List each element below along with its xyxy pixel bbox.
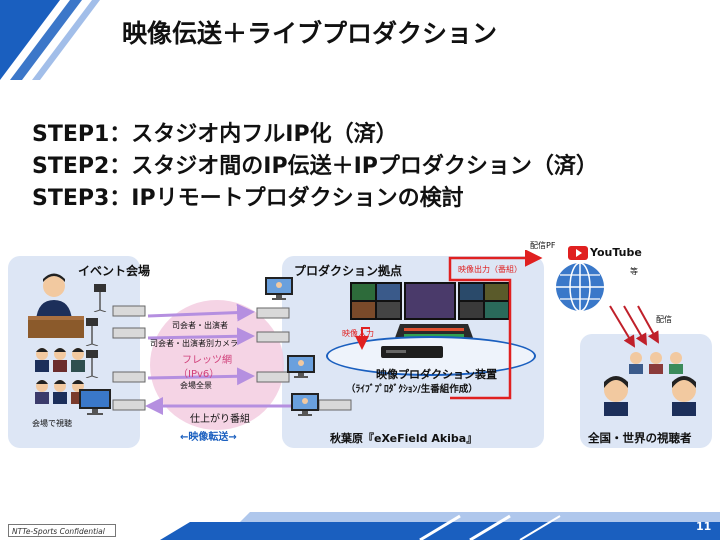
- encoder-box-left-2: [112, 327, 146, 339]
- transmission-label: ←映像転送→: [180, 432, 237, 443]
- bottom-band: [160, 512, 720, 540]
- slide-title: 映像伝送＋ライブプロダクション: [122, 19, 498, 48]
- input-label: 映像入力: [342, 329, 374, 338]
- audience-illustration-2: [35, 380, 85, 404]
- device-label-1: 映像プロダクション装置: [376, 368, 497, 381]
- feed-arrows: [145, 303, 316, 415]
- talent-monitor-3: [291, 393, 319, 416]
- viewers-label: 全国・世界の視聴者: [588, 431, 692, 445]
- location-label: 秋葉原『eXeField Akiba』: [330, 432, 478, 445]
- platform-label: 配信PF: [530, 241, 556, 250]
- multiviewer-screens: [350, 282, 510, 320]
- step-2: STEP2：スタジオ間のIP伝送＋IPプロダクション（済）: [32, 154, 598, 179]
- globe-icon: [556, 262, 604, 312]
- camera-icon-3: [85, 350, 99, 378]
- camera-icon-1: [93, 284, 107, 312]
- output-label: 映像出力（番組）: [458, 265, 522, 274]
- talent-monitor-1: [265, 277, 293, 300]
- output-path: [355, 250, 543, 400]
- feed-label-1: 司会者・出演者: [172, 321, 228, 330]
- page-number: 11: [696, 520, 712, 533]
- venue-viewing-label: 会場で視聴: [32, 419, 72, 428]
- delivery-label: 配信: [656, 315, 672, 324]
- camera-icon-2: [85, 318, 99, 346]
- viewers-illustration: [604, 352, 696, 416]
- confidential-label: NTTe-Sports Confidential: [8, 524, 116, 537]
- corner-stripes-top-left: [0, 0, 100, 80]
- venue-monitor-icon: [79, 389, 111, 415]
- production-device-box: [381, 346, 443, 358]
- device-label-2: （ﾗｲﾌﾞﾌﾟﾛﾀﾞｸｼｮﾝ/生番組作成）: [346, 384, 478, 395]
- youtube-label: YouTube: [590, 246, 642, 259]
- etc-label: 等: [630, 267, 638, 276]
- encoder-box-left-1: [112, 305, 146, 317]
- delivery-arrows: [609, 305, 659, 348]
- encoder-box-right-2: [256, 331, 290, 343]
- encoder-box-right-3: [256, 371, 290, 383]
- network-circle: [150, 300, 284, 430]
- speaker-illustration: [28, 273, 84, 338]
- encoder-box-right-1: [256, 307, 290, 319]
- feed-label-3: 会場全景: [180, 381, 212, 390]
- audience-illustration-1: [35, 348, 85, 372]
- production-base-title: プロダクション拠点: [294, 264, 403, 278]
- step-3: STEP3：IPリモートプロダクションの検討: [32, 186, 464, 211]
- network-label-1: フレッツ網: [182, 355, 232, 366]
- youtube-logo-icon: [568, 246, 588, 260]
- network-label-2: （IPv6）: [178, 369, 220, 380]
- feed-label-2: 司会者・出演者別カメラ: [150, 339, 238, 348]
- talent-monitor-2: [287, 355, 315, 378]
- event-venue-title: イベント会場: [78, 264, 151, 278]
- return-feed-label: 仕上がり番組: [190, 414, 250, 425]
- step-1: STEP1：スタジオ内フルIP化（済）: [32, 122, 398, 147]
- encoder-box-left-3: [112, 371, 146, 383]
